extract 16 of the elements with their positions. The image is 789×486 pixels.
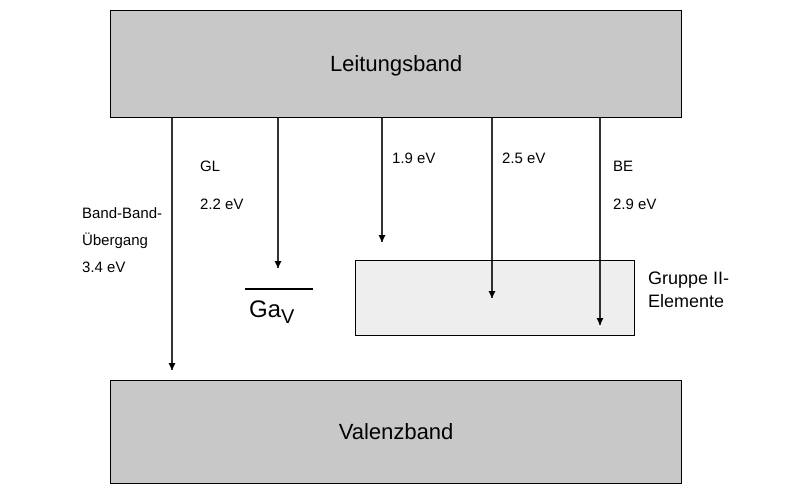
arrow <box>378 118 386 242</box>
edge-label: 2.5 eV <box>502 149 546 169</box>
edge-label: 1.9 eV <box>392 149 436 169</box>
arrow <box>488 118 496 298</box>
band-label: Leitungsband <box>330 51 462 77</box>
level-label: Ga$_{V}$ <box>249 296 294 329</box>
band-label: Gruppe II-Elemente <box>648 267 730 313</box>
arrow <box>596 118 604 325</box>
arrow <box>168 118 176 370</box>
edge-label: Band-Band-Übergang 3.4 eV <box>82 204 164 278</box>
energy-band <box>110 10 682 118</box>
energy-band <box>110 380 682 484</box>
band-label: Valenzband <box>338 419 454 445</box>
arrow <box>274 118 282 268</box>
edge-label: GL 2.2 eV <box>200 157 244 215</box>
edge-label: BE 2.9 eV <box>613 157 658 215</box>
